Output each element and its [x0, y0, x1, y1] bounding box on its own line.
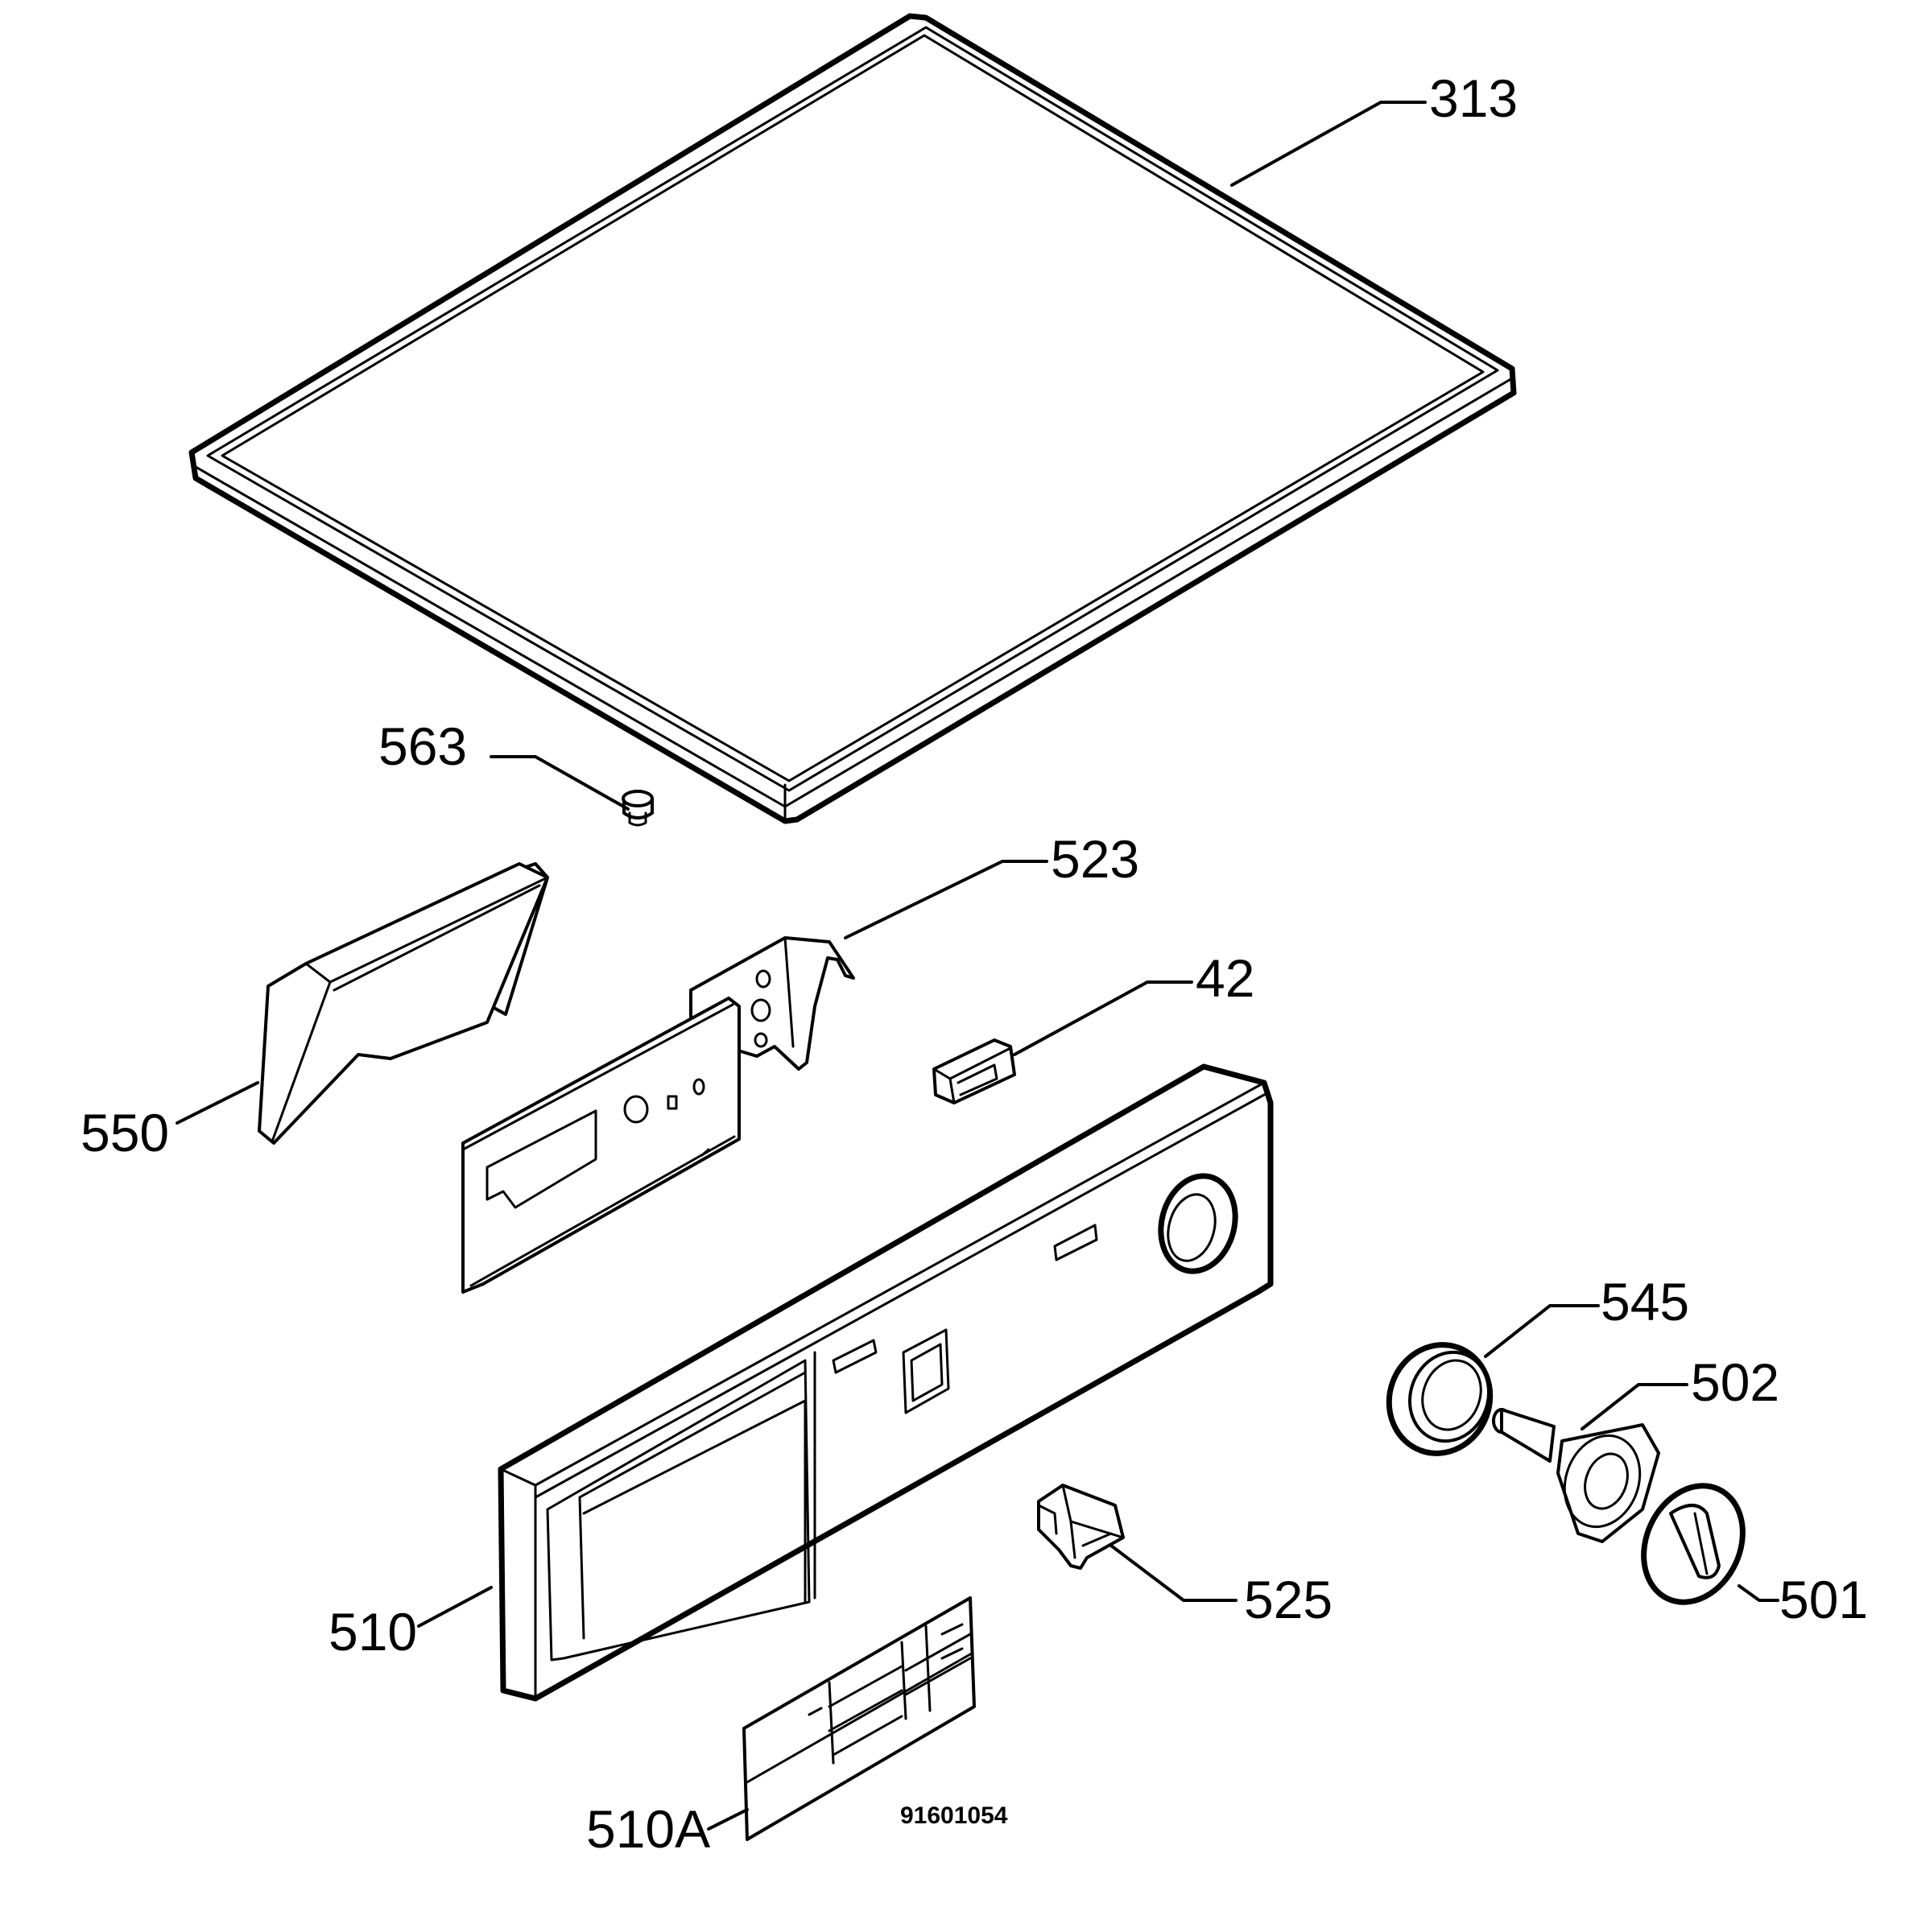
spindle-part: [1492, 1408, 1660, 1543]
label-525: 525: [1244, 1570, 1333, 1629]
switch-part: [1037, 1484, 1125, 1570]
label-563: 563: [378, 716, 467, 776]
part-labels: 313 563 523 42 550 545 502 510 525 501 5…: [81, 68, 1868, 1859]
label-523: 523: [1051, 829, 1139, 889]
label-510A: 510A: [586, 1799, 710, 1859]
label-313: 313: [1429, 68, 1518, 128]
knob-part: [1641, 1483, 1746, 1605]
plug-part: [622, 790, 654, 827]
drawing-number: 91601054: [900, 1802, 1008, 1829]
label-550: 550: [81, 1103, 169, 1162]
drawer-front-part: [258, 862, 549, 1145]
bracket-part: [461, 936, 855, 1294]
knob-ring-part: [1386, 1342, 1494, 1456]
control-panel-part: [498, 1063, 1274, 1702]
label-plate-part: [742, 1596, 976, 1841]
label-510: 510: [328, 1602, 417, 1662]
label-42: 42: [1196, 948, 1254, 1008]
label-545: 545: [1601, 1272, 1689, 1331]
label-502: 502: [1691, 1352, 1779, 1412]
top-lid-part: [188, 13, 1517, 824]
label-501: 501: [1779, 1570, 1868, 1629]
clip-part: [932, 1038, 1016, 1104]
leader-lines: [176, 101, 1779, 1831]
